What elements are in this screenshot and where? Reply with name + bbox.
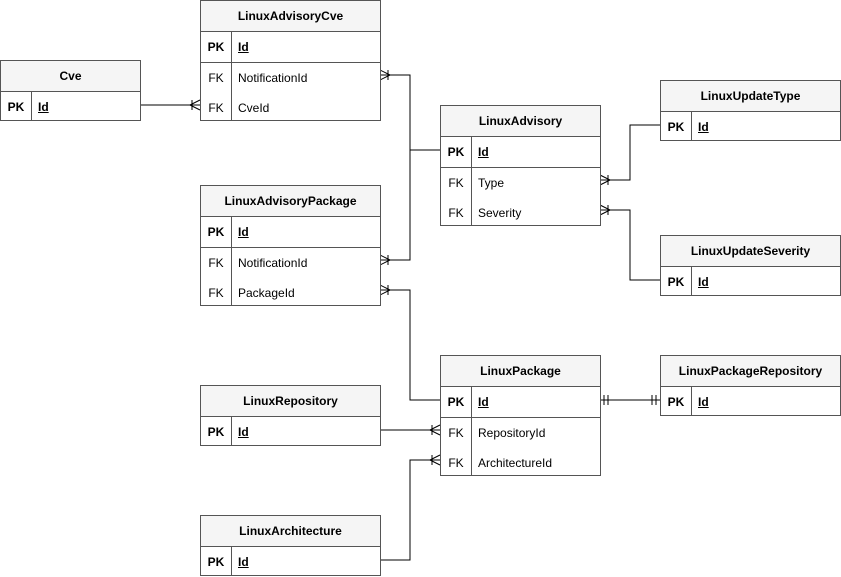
pk-label: PK: [207, 40, 225, 54]
fk-row: FK NotificationId: [201, 248, 380, 278]
column-divider: [691, 266, 692, 295]
entity-title: LinuxArchitecture: [201, 516, 380, 547]
fk-label: FK: [448, 456, 464, 470]
entity-title: LinuxUpdateSeverity: [661, 236, 840, 267]
fk-label: FK: [208, 101, 224, 115]
rel-advisory-to-advisorypackage: [379, 150, 411, 266]
field-name: RepositoryId: [478, 426, 546, 440]
rel-package-to-advisorypackage: [379, 284, 440, 401]
pk-field: Id: [698, 120, 709, 134]
fk-label: FK: [208, 71, 224, 85]
column-divider: [31, 91, 32, 120]
entity-linux-advisory-cve[interactable]: LinuxAdvisoryCve PK Id FK NotificationId…: [200, 0, 381, 121]
entity-title: LinuxAdvisoryCve: [201, 1, 380, 32]
pk-field: Id: [238, 425, 249, 439]
fk-row: FK NotificationId: [201, 63, 380, 93]
field-name: Type: [478, 176, 505, 190]
pk-field: Id: [38, 100, 49, 114]
fk-label: FK: [208, 286, 224, 300]
field-name: NotificationId: [238, 256, 308, 270]
pk-field: Id: [698, 395, 709, 409]
fk-label: FK: [448, 176, 464, 190]
column-divider: [691, 386, 692, 415]
field-name: CveId: [238, 101, 270, 115]
pk-label: PK: [447, 145, 465, 159]
pk-row: PK Id: [201, 417, 380, 447]
column-divider: [231, 416, 232, 445]
fk-row: FK Type: [441, 168, 600, 198]
pk-label: PK: [207, 425, 225, 439]
field-name: ArchitectureId: [478, 456, 553, 470]
pk-row: PK Id: [201, 547, 380, 577]
fk-label: FK: [208, 256, 224, 270]
pk-field: Id: [238, 40, 249, 54]
entity-title: LinuxPackageRepository: [661, 356, 840, 387]
entity-linux-package[interactable]: LinuxPackage PK Id FK RepositoryId FK Ar…: [440, 355, 601, 476]
pk-row: PK Id: [1, 92, 140, 122]
entity-title: LinuxAdvisory: [441, 106, 600, 137]
rel-advisory-to-advisorycve: [379, 69, 440, 151]
column-divider: [231, 31, 232, 120]
pk-label: PK: [7, 100, 25, 114]
entity-linux-advisory[interactable]: LinuxAdvisory PK Id FK Type FK Severity: [440, 105, 601, 226]
rel-package-to-packagerepository: [600, 395, 660, 405]
rel-architecture-to-package: [380, 454, 441, 561]
fk-label: FK: [448, 206, 464, 220]
entity-title: LinuxRepository: [201, 386, 380, 417]
rel-cve-to-advisorycve: [140, 99, 201, 111]
pk-field: Id: [698, 275, 709, 289]
entity-linux-architecture[interactable]: LinuxArchitecture PK Id: [200, 515, 381, 576]
pk-row: PK Id: [661, 387, 840, 417]
column-divider: [691, 111, 692, 140]
pk-label: PK: [447, 395, 465, 409]
entity-linux-advisory-package[interactable]: LinuxAdvisoryPackage PK Id FK Notificati…: [200, 185, 381, 306]
pk-label: PK: [207, 555, 225, 569]
pk-row: PK Id: [441, 137, 600, 168]
entity-title: Cve: [1, 61, 140, 92]
field-name: PackageId: [238, 286, 295, 300]
pk-field: Id: [238, 225, 249, 239]
fk-row: FK Severity: [441, 198, 600, 228]
column-divider: [471, 136, 472, 225]
fk-row: FK PackageId: [201, 278, 380, 308]
entity-linux-update-severity[interactable]: LinuxUpdateSeverity PK Id: [660, 235, 841, 296]
pk-label: PK: [667, 395, 685, 409]
pk-label: PK: [667, 120, 685, 134]
entity-linux-update-type[interactable]: LinuxUpdateType PK Id: [660, 80, 841, 141]
pk-field: Id: [478, 145, 489, 159]
rel-repository-to-package: [380, 424, 441, 436]
pk-row: PK Id: [661, 112, 840, 142]
pk-row: PK Id: [661, 267, 840, 297]
entity-title: LinuxUpdateType: [661, 81, 840, 112]
entity-title: LinuxAdvisoryPackage: [201, 186, 380, 217]
rel-updateseverity-to-advisory: [599, 204, 660, 281]
column-divider: [231, 216, 232, 305]
pk-label: PK: [667, 275, 685, 289]
pk-label: PK: [207, 225, 225, 239]
entity-linux-repository[interactable]: LinuxRepository PK Id: [200, 385, 381, 446]
fk-label: FK: [448, 426, 464, 440]
entity-linux-package-repository[interactable]: LinuxPackageRepository PK Id: [660, 355, 841, 416]
column-divider: [231, 546, 232, 575]
entity-title: LinuxPackage: [441, 356, 600, 387]
rel-updatetype-to-advisory: [599, 124, 660, 186]
pk-row: PK Id: [201, 32, 380, 63]
pk-field: Id: [478, 395, 489, 409]
fk-row: FK ArchitectureId: [441, 448, 600, 478]
pk-row: PK Id: [441, 387, 600, 418]
column-divider: [471, 386, 472, 475]
pk-field: Id: [238, 555, 249, 569]
pk-row: PK Id: [201, 217, 380, 248]
fk-row: FK CveId: [201, 93, 380, 123]
entity-cve[interactable]: Cve PK Id: [0, 60, 141, 121]
fk-row: FK RepositoryId: [441, 418, 600, 448]
field-name: NotificationId: [238, 71, 308, 85]
field-name: Severity: [478, 206, 522, 220]
